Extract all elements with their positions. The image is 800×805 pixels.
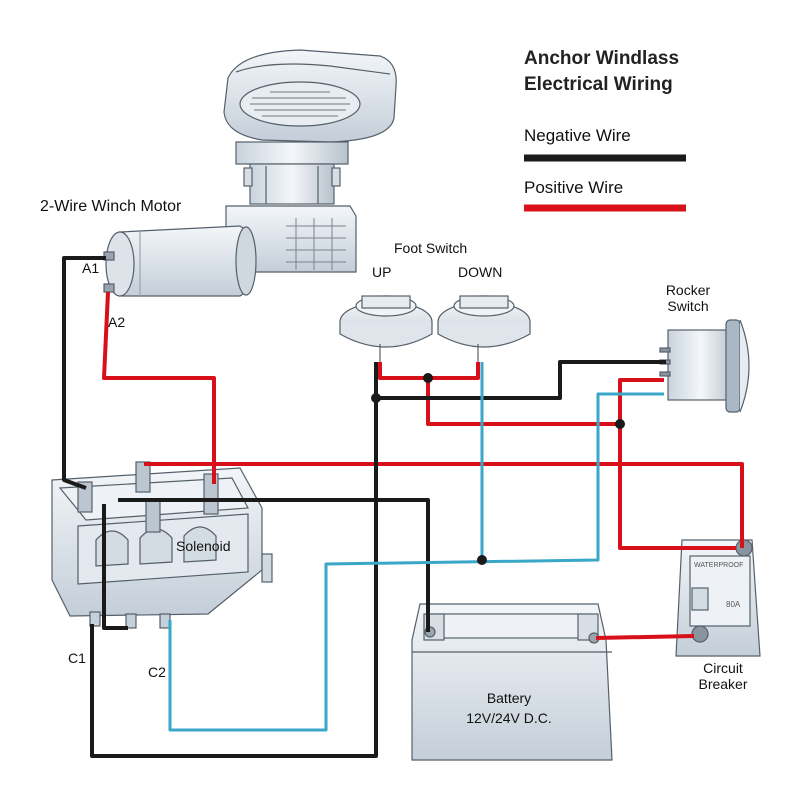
breaker-label-line-1: Circuit: [703, 660, 743, 676]
battery-label-line-1: Battery: [486, 690, 532, 706]
legend-positive-label: Positive Wire: [524, 178, 624, 197]
battery-label-line-2: 12V/24V D.C.: [466, 710, 552, 726]
diagram-title: Anchor Windlass Electrical Wiring: [524, 46, 679, 98]
foot-switch-label: Foot Switch: [394, 240, 468, 256]
wire-a1-to-solenoid: [62, 256, 106, 490]
signal-wires: [168, 362, 664, 732]
junctions: [371, 373, 625, 565]
rocker-switch-label: Rocker Switch: [656, 282, 720, 314]
wire-solenoid-to-battery: [118, 498, 430, 632]
title-line-2: Electrical Wiring: [524, 74, 673, 95]
foot-switch-up: [339, 295, 433, 362]
wire-battery-to-breaker: [595, 634, 695, 640]
wire-a2-to-solenoid: [102, 291, 216, 484]
rocker-switch: [659, 319, 750, 413]
windlass-motor: [103, 49, 397, 297]
terminal-c2-label: C2: [148, 664, 166, 680]
legend-negative-label: Negative Wire: [524, 126, 631, 145]
wire-positive-to-breaker: [618, 424, 736, 550]
circuit-breaker: [675, 539, 761, 657]
breaker-label: Circuit Breaker: [688, 660, 758, 692]
terminal-a1-label: A1: [82, 260, 100, 276]
rocker-label-line-2: Switch: [667, 298, 709, 314]
terminal-a2-label: A2: [108, 314, 126, 330]
wire-c2-signal: [168, 392, 664, 732]
wire-c1-loop: [90, 362, 378, 758]
breaker-face-text: WATERPROOF: [694, 562, 744, 569]
negative-wires: [62, 256, 666, 758]
battery-label: Battery 12V/24V D.C.: [442, 688, 576, 728]
rocker-label-line-1: Rocker: [665, 282, 711, 298]
breaker-rating: 80A: [726, 600, 741, 609]
wire-c1-jumper: [102, 504, 128, 630]
motor-label: 2-Wire Winch Motor: [40, 198, 182, 215]
breaker-label-line-2: Breaker: [698, 676, 748, 692]
foot-switch-down-label: DOWN: [458, 264, 503, 280]
foot-switch-down: [437, 295, 531, 362]
foot-switch-up-label: UP: [372, 264, 392, 280]
wire-solenoid-to-breaker: [144, 462, 744, 548]
solenoid-label: Solenoid: [176, 538, 231, 554]
terminal-c1-label: C1: [68, 650, 86, 666]
wire-negative-to-rocker: [376, 360, 666, 400]
battery: [411, 603, 613, 761]
title-line-1: Anchor Windlass: [524, 48, 680, 69]
wire-rocker-positive: [426, 378, 664, 426]
